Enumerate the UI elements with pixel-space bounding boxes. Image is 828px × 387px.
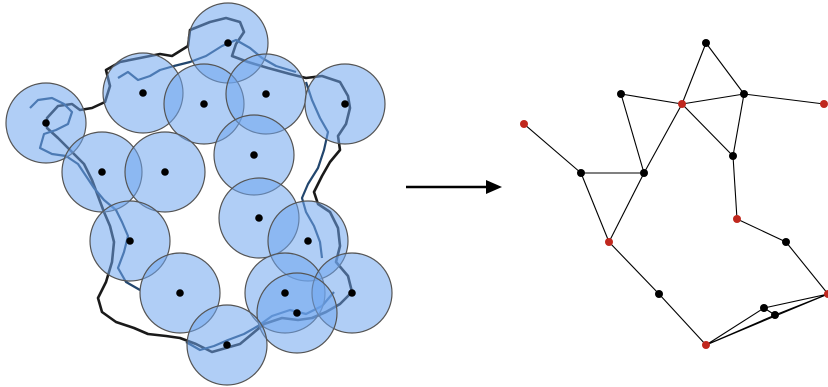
graph-edge — [732, 155, 738, 220]
graph-edge — [580, 172, 610, 243]
graph-edge — [643, 103, 683, 174]
graph-edge — [658, 293, 707, 346]
graph-edge — [523, 123, 582, 174]
disk-center — [126, 237, 134, 245]
disk-center — [224, 39, 232, 47]
graph-node — [740, 90, 748, 98]
disk-center — [281, 289, 289, 297]
disk-center — [255, 214, 263, 222]
graph-node — [577, 169, 585, 177]
graph-edge — [681, 93, 745, 105]
graph-edges — [523, 42, 828, 346]
graph-edge — [681, 103, 734, 157]
graph-edge — [620, 93, 645, 174]
graph-edge — [774, 293, 828, 316]
map-panel — [5, 2, 393, 386]
arrow-head — [486, 180, 502, 194]
graph-edge — [705, 307, 765, 346]
graph-edge — [620, 93, 683, 105]
disk-center — [176, 289, 184, 297]
graph-edge — [608, 241, 660, 295]
graph-node — [782, 238, 790, 246]
graph-node — [771, 311, 779, 319]
graph-node — [617, 90, 625, 98]
graph-node-highlighted — [605, 238, 613, 246]
right-arrow-icon — [406, 180, 502, 194]
graph-node-highlighted — [820, 100, 828, 108]
disk-center — [98, 168, 106, 176]
graph-edge — [763, 293, 828, 309]
graph-node-highlighted — [678, 100, 686, 108]
graph-node-highlighted — [733, 215, 741, 223]
disk-center — [304, 237, 312, 245]
graph-nodes — [520, 39, 828, 349]
graph-edge — [743, 93, 825, 105]
disk-center — [341, 100, 349, 108]
graph-edge — [785, 241, 828, 295]
disk-center — [161, 168, 169, 176]
graph-node — [702, 39, 710, 47]
graph-node — [640, 169, 648, 177]
disk-center — [42, 119, 50, 127]
graph-edge — [732, 93, 745, 157]
graph-node-highlighted — [824, 290, 828, 298]
disk-center — [139, 89, 147, 97]
graph-edge — [681, 42, 707, 105]
graph-edge — [736, 218, 787, 243]
graph-node-highlighted — [702, 341, 710, 349]
disk-center — [293, 309, 301, 317]
disk-center — [250, 151, 258, 159]
graph-node — [655, 290, 663, 298]
graph-edge — [608, 172, 645, 243]
graph-node — [729, 152, 737, 160]
graph-panel — [520, 39, 828, 349]
disk-center — [200, 100, 208, 108]
graph-edge — [705, 42, 745, 95]
graph-node — [760, 304, 768, 312]
disk-centers — [42, 39, 356, 349]
disk-center — [262, 90, 270, 98]
disk-center — [223, 341, 231, 349]
disk-center — [348, 289, 356, 297]
graph-node-highlighted — [520, 120, 528, 128]
